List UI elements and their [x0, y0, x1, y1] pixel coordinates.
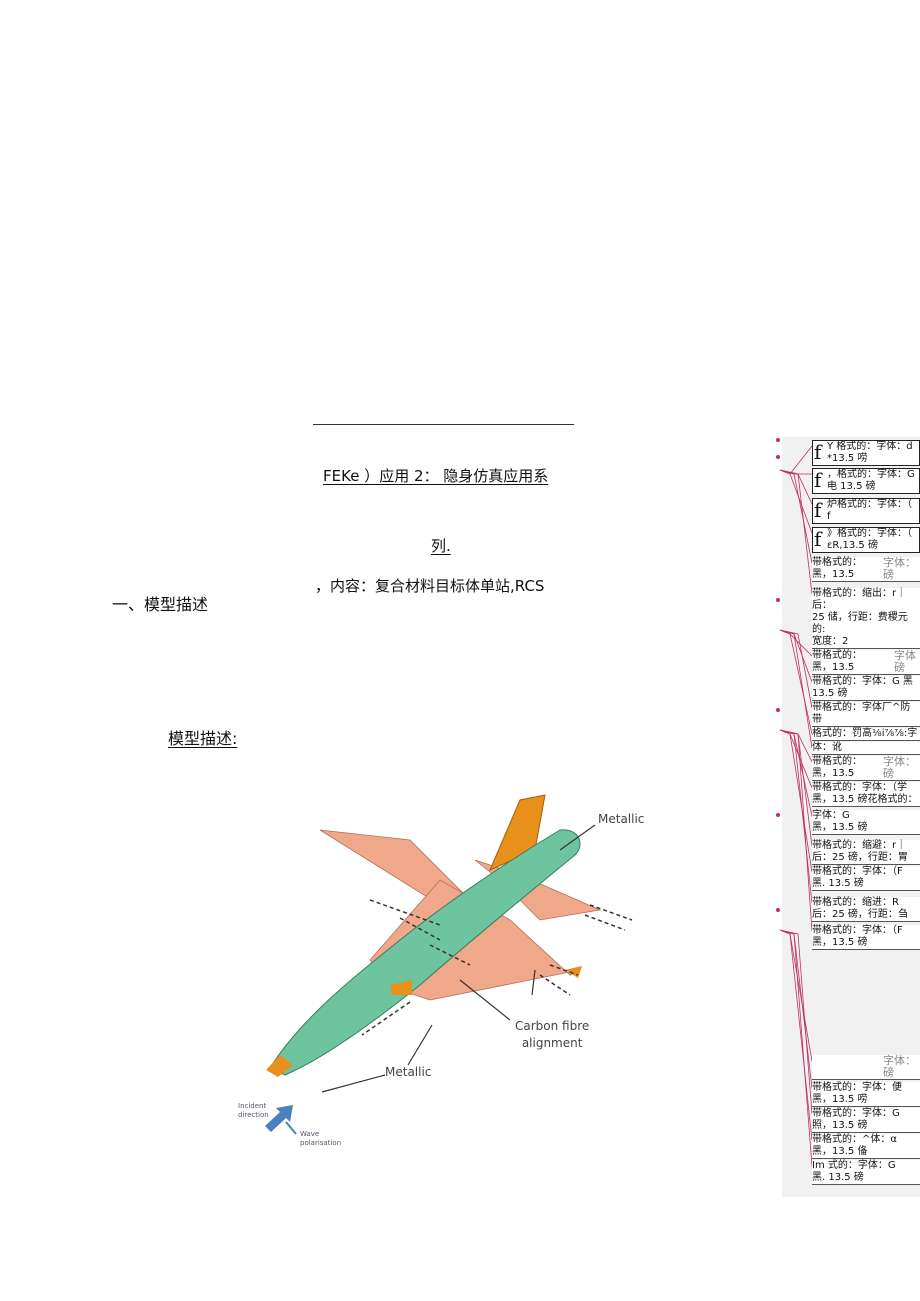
label-wave-polarisation: Wave polarisation	[300, 1130, 341, 1148]
anchor-marker	[776, 813, 780, 817]
connector-line	[779, 629, 813, 683]
format-icon: f	[814, 440, 822, 464]
comment-balloon[interactable]: 带格式的：字体：（F 黑，13.5 磅	[812, 925, 920, 950]
comment-text: 字体：G 黑，13.5 磅	[812, 810, 868, 833]
comment-balloon[interactable]: 带格式的：缩避：r｜ 后：25 磅，行距：胃	[812, 840, 920, 865]
section-heading: 一、模型描述	[112, 595, 209, 614]
comment-grey-text: 字体 磅	[894, 649, 916, 674]
format-icon: f	[814, 498, 822, 522]
comment-balloon[interactable]: 带格式的：字体：G 黑 13.5 磅	[812, 676, 920, 701]
comment-text: 格式的：罚高⅛i⅞⅞:字	[812, 728, 918, 739]
content-line: ，内容：复合材料目标体单站,RCS	[315, 577, 545, 595]
connector-line	[779, 929, 813, 1167]
format-icon: f	[814, 468, 822, 492]
subheading: 模型描述:	[168, 729, 238, 748]
label-carbon-fibre: Carbon fibre alignment	[515, 1019, 590, 1050]
comment-text: 带格式的：字体：（F 黑. 13.5 磅	[812, 866, 903, 889]
connector-line	[779, 469, 813, 505]
connector-line	[779, 729, 813, 789]
anchor-marker	[776, 455, 780, 459]
header-rule	[313, 424, 574, 425]
comment-balloon[interactable]: 带格式的：缩进：R 后：25 磅，行距：刍	[812, 897, 920, 922]
connector-line	[779, 729, 813, 932]
comment-balloon[interactable]: 带格式的：字体：（F 黑. 13.5 磅	[812, 866, 920, 891]
comment-text: 带格式的：字体：（F 黑，13.5 磅	[812, 925, 903, 948]
title-line-2: 列.	[431, 537, 451, 555]
comment-balloon[interactable]: 带格式的：^体：α 黑，13.5 俻	[812, 1134, 920, 1159]
comment-text: 带格式的： 黑，13.5	[812, 557, 862, 580]
label-incident-direction: Incident direction	[238, 1102, 269, 1120]
comment-text: 带格式的：字体：（学 黑，13.5 磅花格式的：	[812, 782, 918, 805]
title-line-1: FEKe ）应用 2： 隐身仿真应用系	[323, 467, 549, 485]
label-metallic-top: Metallic	[598, 812, 645, 826]
connector-line	[779, 729, 813, 904]
comment-balloon[interactable]: 带格式的：字体厂^防带	[812, 702, 920, 727]
connector-line	[779, 729, 813, 763]
incident-text: Incident direction	[238, 1102, 269, 1119]
connector-line	[779, 445, 813, 475]
comment-balloon[interactable]: 带格式的： 黑，13.5 字体： 磅	[812, 756, 920, 781]
connector-line	[779, 469, 813, 534]
comment-balloon[interactable]: 字体：G 黑，13.5 磅	[812, 810, 920, 835]
comment-text: 带格式的：字体厂^防带	[812, 702, 911, 725]
comment-balloon[interactable]: 带格式的： 黑，13.5 字体： 磅	[812, 557, 920, 582]
comment-balloon[interactable]: 带格式的：字体：G 照，13.5 磅	[812, 1108, 920, 1133]
connector-line	[779, 729, 813, 847]
comment-balloon[interactable]: 带格式的：字体：（学 黑，13.5 磅花格式的：	[812, 782, 920, 807]
comment-text: 炉格式的：字体：（ f	[827, 499, 912, 522]
comment-grey-text: 字体： 磅	[883, 1054, 916, 1079]
comment-text: Im 式的：字体：G 黑. 13.5 磅	[812, 1160, 896, 1183]
comment-balloon[interactable]: 带格式的：缩出：r｜后： 25 储，行距：费稷元的: 宽度：2	[812, 588, 920, 649]
comment-connectors	[776, 438, 813, 1167]
comment-text: 带格式的：缩进：R 后：25 磅，行距：刍	[812, 897, 908, 920]
comment-text: 带格式的： 黑，13.5	[812, 756, 862, 779]
comment-balloon[interactable]: 格式的：罚高⅛i⅞⅞:字	[812, 728, 920, 741]
comment-text: 带格式的：^体：α 黑，13.5 俻	[812, 1134, 897, 1157]
comment-balloon[interactable]: f，格式的：字体：G 电 13.5 磅	[812, 468, 920, 494]
anchor-marker	[776, 708, 780, 712]
comment-balloon[interactable]: 字体： 磅	[812, 1055, 920, 1080]
anchor-marker	[776, 438, 780, 442]
comment-text: 》格式的：字体：（ εR,13.5 磅	[827, 528, 912, 551]
comment-text: 带格式的：字体：G 黑 13.5 磅	[812, 676, 913, 699]
comment-balloon[interactable]: 体：讹	[812, 742, 920, 755]
comment-text: ，格式的：字体：G 电 13.5 磅	[827, 469, 915, 492]
comment-balloon[interactable]: 带格式的： 黑，13.5 字体 磅	[812, 650, 920, 675]
comment-text: 带格式的：字体：便 黑，13.5 唠	[812, 1082, 902, 1105]
connector-line	[779, 469, 813, 595]
comment-text: 体：讹	[812, 742, 842, 753]
anchor-marker	[776, 908, 780, 912]
connector-line	[779, 629, 813, 749]
comment-balloon[interactable]: f》格式的：字体：（ εR,13.5 磅	[812, 527, 920, 553]
aircraft-figure: Metallic Carbon fibre alignment Metallic…	[230, 790, 660, 1160]
comment-text: Y 格式的：字体：d *13.5 唠	[827, 441, 913, 464]
comment-text: 带格式的： 黑，13.5	[812, 650, 862, 673]
comment-grey-text: 字体： 磅	[883, 556, 916, 581]
anchor-marker	[776, 598, 780, 602]
comment-balloon[interactable]: Im 式的：字体：G 黑. 13.5 磅	[812, 1160, 920, 1185]
connector-line	[779, 929, 813, 1089]
comment-text: 带格式的：缩出：r｜后： 25 储，行距：费稷元的: 宽度：2	[812, 588, 908, 647]
wave-text: Wave polarisation	[300, 1130, 342, 1147]
label-metallic-bottom: Metallic	[385, 1065, 432, 1079]
comment-balloon[interactable]: 带格式的：字体：便 黑，13.5 唠	[812, 1082, 920, 1107]
format-icon: f	[814, 527, 822, 551]
comment-text: 带格式的：缩避：r｜ 后：25 磅，行距：胃	[812, 840, 908, 863]
comment-grey-text: 字体： 磅	[883, 755, 916, 780]
comment-text: 带格式的：字体：G 照，13.5 磅	[812, 1108, 900, 1131]
connector-line	[779, 469, 813, 564]
